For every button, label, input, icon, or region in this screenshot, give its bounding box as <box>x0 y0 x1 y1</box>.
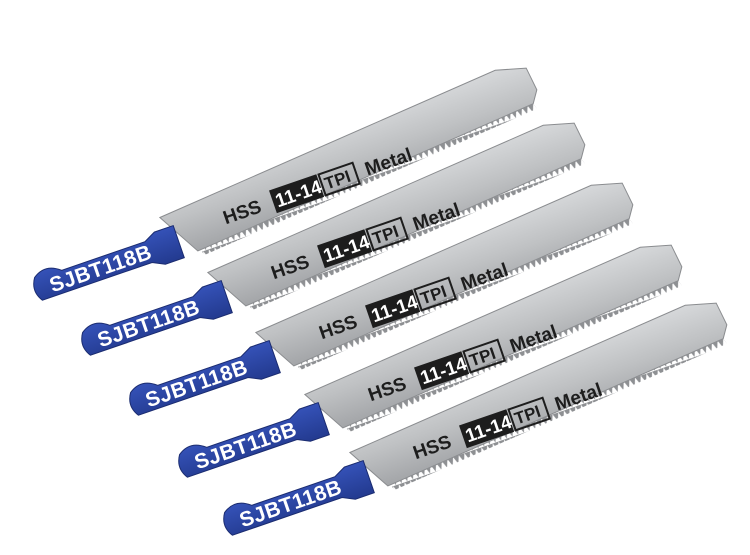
blue-tang <box>33 224 185 301</box>
tpi-unit-box <box>365 216 409 252</box>
tpi-range-box <box>459 409 515 449</box>
model-label: SJBT118B <box>95 296 203 352</box>
blade-steel <box>254 182 634 367</box>
model-label: SJBT118B <box>143 356 251 412</box>
blade-steel <box>206 122 586 307</box>
tpi-range-box <box>269 174 325 214</box>
blade-teeth <box>248 158 586 311</box>
blade-teeth <box>296 218 634 371</box>
blade-steel <box>348 302 728 487</box>
model-label: SJBT118B <box>237 476 345 532</box>
blue-tang <box>223 459 375 536</box>
blue-tang <box>178 401 330 478</box>
blade-teeth <box>200 103 538 256</box>
blade-steel <box>158 67 538 252</box>
blade-steel <box>303 244 683 429</box>
model-label: SJBT118B <box>47 241 155 297</box>
tpi-unit-box <box>413 276 457 312</box>
blue-tang <box>81 279 233 356</box>
tpi-range-box <box>365 289 421 329</box>
model-label: SJBT118B <box>192 418 300 474</box>
blade-teeth <box>390 338 728 491</box>
tpi-unit-box <box>317 161 361 197</box>
blue-tang <box>129 339 281 416</box>
tpi-range-box <box>317 229 373 269</box>
blade-teeth <box>345 280 683 433</box>
tpi-unit-box <box>462 338 506 374</box>
tpi-range-box <box>414 351 470 391</box>
tpi-unit-box <box>507 396 551 432</box>
